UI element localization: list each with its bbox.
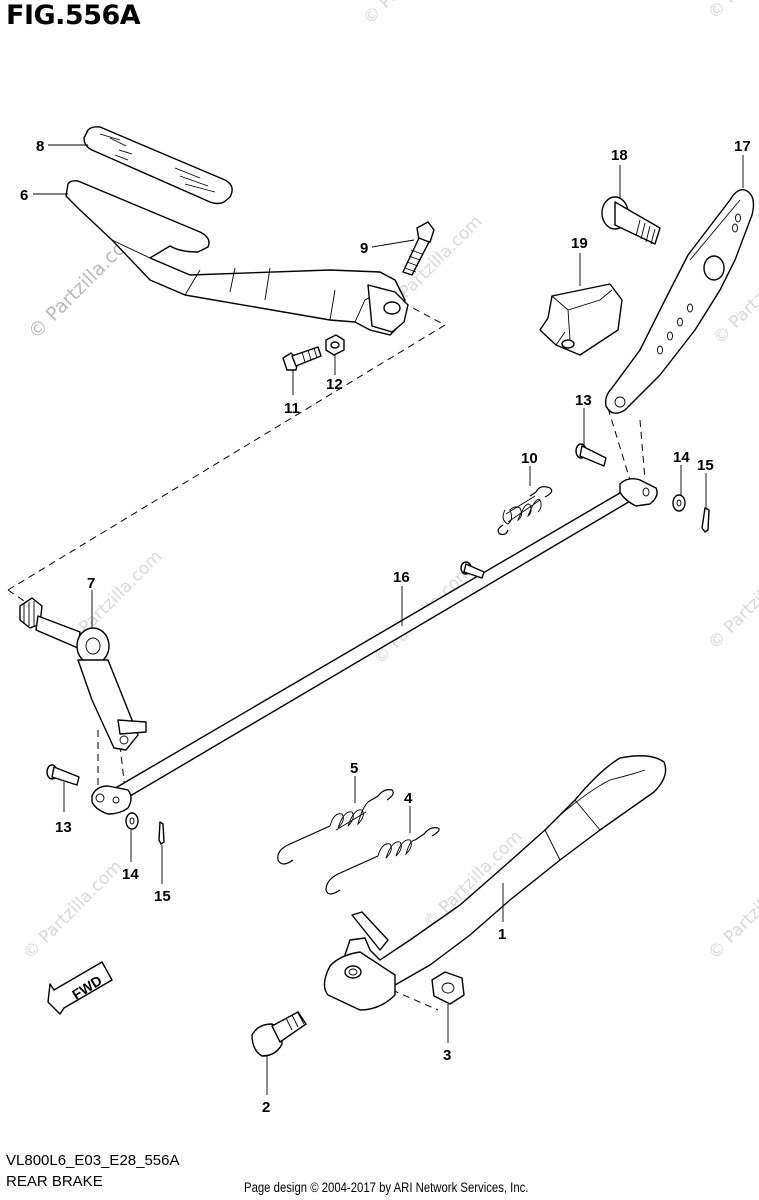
callout-15-upper: 15 [697, 457, 714, 474]
callout-14-upper: 14 [673, 449, 690, 466]
callout-6: 6 [20, 187, 28, 204]
watermark-top-right: © Partzilla.com [359, 0, 466, 29]
part-13-pin-upper [575, 443, 607, 467]
figure-title: FIG.556A [6, 0, 141, 31]
section-name: REAR BRAKE [6, 1173, 103, 1190]
callout-9: 9 [360, 240, 368, 257]
callout-4: 4 [404, 790, 413, 807]
part-19-cover [539, 283, 623, 356]
part-4-spring [325, 827, 440, 895]
callout-3: 3 [443, 1047, 451, 1064]
part-15-cotter-pin-lower [158, 821, 165, 845]
callout-19: 19 [571, 235, 588, 252]
callout-11: 11 [284, 400, 300, 417]
callout-15-lower: 15 [154, 888, 171, 905]
callout-17: 17 [734, 138, 751, 155]
part-14-washer-lower [125, 812, 139, 830]
part-8-brake-pedal-pad [83, 126, 233, 205]
part-1-side-stand [323, 755, 667, 1011]
callout-8: 8 [36, 138, 44, 155]
model-code: VL800L6_E03_E28_556A [6, 1152, 180, 1169]
part-9-bolt [402, 221, 435, 276]
callout-13-upper: 13 [575, 392, 592, 409]
callout-labels: 8 6 9 11 12 18 17 19 13 10 14 15 7 16 5 … [20, 138, 751, 1116]
part-11-bolt [282, 346, 322, 371]
part-7-brake-shaft-lever [19, 597, 147, 751]
part-14-washer-upper [672, 494, 686, 512]
part-18-clevis-pin [601, 196, 661, 245]
part-2-bolt [251, 1011, 307, 1057]
leader-lines [33, 144, 744, 1095]
part-16-brake-rod [91, 477, 658, 815]
callout-2: 2 [262, 1099, 270, 1116]
part-10-return-spring [497, 486, 553, 536]
callout-5: 5 [350, 760, 358, 777]
callout-13-lower: 13 [55, 819, 72, 836]
callout-14-lower: 14 [122, 866, 139, 883]
callout-12: 12 [326, 376, 343, 393]
part-17-brake-arm [604, 189, 755, 414]
page-credit: Page design © 2004-2017 by ARI Network S… [244, 1180, 529, 1195]
part-3-nut [431, 971, 465, 1005]
part-5-spring [277, 789, 394, 865]
part-12-nut [325, 334, 345, 356]
watermark-right-edge: © Partzilla.com [704, 0, 759, 24]
watermark-right-low: © Partzilla.com [704, 547, 759, 654]
watermark-bottom-left: © Partzilla.com [19, 857, 126, 964]
part-small-pin-near-rod [460, 561, 485, 579]
watermark-right-bottom: © Partzilla.com [704, 857, 759, 964]
part-15-cotter-pin-upper [701, 507, 710, 533]
part-6-brake-pedal [65, 180, 409, 336]
callout-7: 7 [87, 575, 95, 592]
fwd-arrow: FWD [47, 961, 113, 1015]
callout-1: 1 [498, 926, 506, 943]
callout-18: 18 [611, 147, 628, 164]
part-13-pin-lower [46, 764, 80, 786]
callout-10: 10 [521, 450, 538, 467]
callout-16: 16 [393, 569, 410, 586]
